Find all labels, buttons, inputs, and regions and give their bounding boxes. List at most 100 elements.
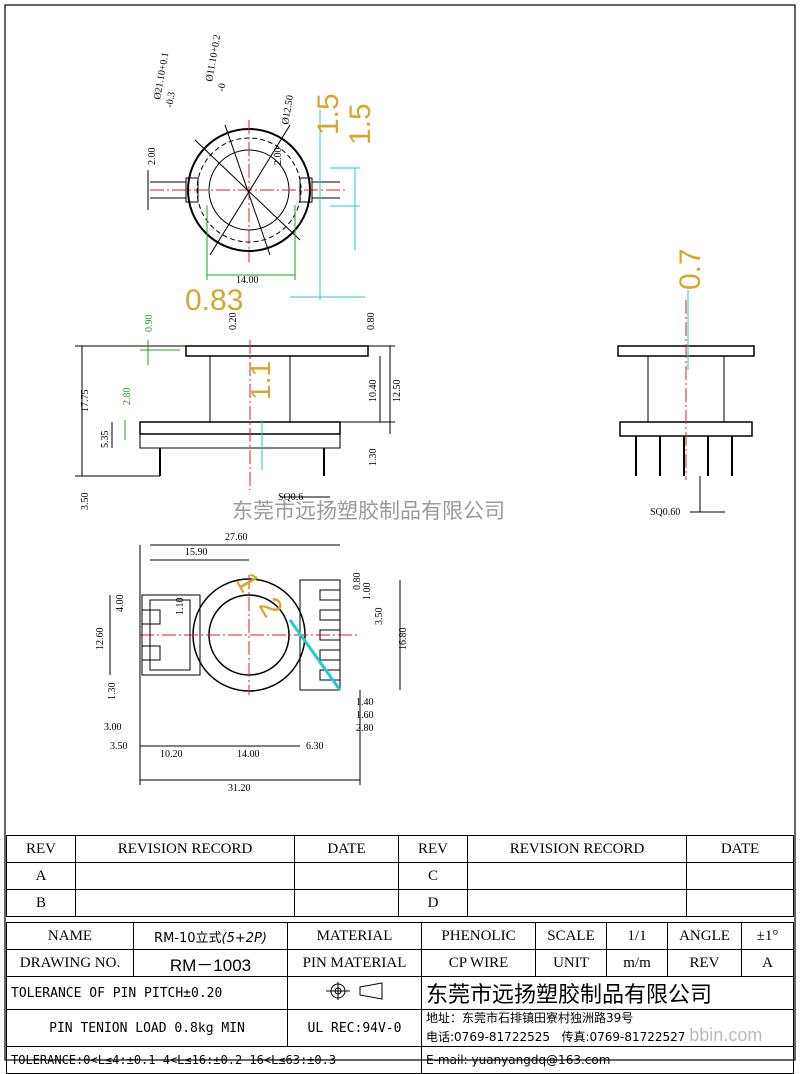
right-pin-pad: [319, 669, 341, 681]
dim-12-50: 12.50: [392, 380, 403, 403]
drawing-no-label: DRAWING NO.: [6, 949, 134, 977]
dim-0-80-b: 0.80: [352, 573, 363, 591]
revision-table: REV REVISION RECORD DATE REV REVISION RE…: [6, 835, 794, 917]
dim-slot-left: 2.00: [147, 148, 158, 166]
dim-10-20: 10.20: [160, 749, 183, 760]
dim-0-80: 0.80: [366, 313, 377, 331]
dim-1-60: 1.60: [356, 710, 374, 721]
dim-4-00: 4.00: [115, 595, 126, 613]
radial-line: [224, 124, 271, 256]
dim-sq: SQ0.6: [278, 492, 303, 503]
name-label: NAME: [6, 922, 134, 950]
big-dim-1: 1: [229, 567, 266, 598]
dim-1-30-b: 1.30: [107, 683, 118, 701]
tel-text: 电话:0769-81722525: [426, 1030, 550, 1044]
dim-3-50-c: 3.50: [374, 608, 385, 626]
dim-5-35: 5.35: [100, 431, 111, 449]
top-flange: [185, 345, 369, 357]
projection-icon: [325, 981, 382, 1000]
rev-d-record: [467, 889, 687, 917]
rev-a: A: [6, 862, 76, 890]
dim-sq-side: SQ0.60: [650, 507, 680, 518]
dim-17-75: 17.75: [80, 390, 91, 413]
right-pin-pad: [319, 609, 341, 621]
dim-dia-outer-tol: -0.3: [164, 91, 178, 109]
dim-1-40: 1.40: [356, 697, 374, 708]
dim-2-80-b: 2.80: [356, 723, 374, 734]
dim-1-00: 1.00: [362, 583, 373, 601]
unit-value: m/m: [606, 949, 668, 977]
base-body: [139, 433, 341, 449]
big-dim-1-1: 1.1: [245, 361, 276, 400]
rev-header-2: REV: [398, 835, 468, 863]
rev-c-date: [686, 862, 794, 890]
big-dim-1-5a: 1.5: [312, 93, 345, 135]
email-text: E-mail: yuanyangdq@163.com: [421, 1046, 794, 1074]
drawing-no-value: RM－1003: [133, 949, 288, 977]
side-view: [617, 290, 755, 513]
dim-31-20: 31.20: [228, 783, 251, 794]
dim-3-50: 3.50: [80, 493, 91, 511]
dim-2-80: 2.80: [122, 388, 133, 406]
watermark-text: 东莞市远扬塑胶制品有限公司: [232, 499, 505, 523]
title-block: NAME RM-10立式(5+2P) MATERIAL PHENOLIC SCA…: [6, 922, 794, 1074]
rev-d-date: [686, 889, 794, 917]
big-dim-0-83: 0.83: [185, 284, 243, 317]
rev-b-date: [294, 889, 399, 917]
dim-6-30: 6.30: [306, 741, 324, 752]
ul-rating: UL REC:94V-0: [287, 1009, 422, 1047]
rev-c: C: [398, 862, 468, 890]
radial-line: [209, 124, 291, 256]
dim-12-60: 12.60: [95, 628, 106, 651]
rev-b-record: [75, 889, 295, 917]
dim-slot-right: 2.00: [273, 148, 284, 166]
left-pin-pad: [141, 645, 161, 661]
pin-material-value: CP WIRE: [421, 949, 536, 977]
slot-left: [185, 177, 199, 203]
right-pin-pad: [319, 629, 341, 641]
projection-symbol: [287, 976, 422, 1010]
address-text: 地址：东莞市石排镇田寮村独洲路39号: [426, 1011, 634, 1025]
dim-3-50-b: 3.50: [110, 741, 128, 752]
bottom-view: [109, 544, 401, 785]
rev-label: REV: [667, 949, 742, 977]
name-value-text: RM-10立式: [154, 930, 222, 946]
big-dim-0-7: 0.7: [674, 248, 707, 290]
dim-dia-inner: Ø11.10+0.2: [204, 34, 223, 83]
front-view: [75, 340, 395, 498]
rev-a-date: [294, 862, 399, 890]
angle-value: ±1°: [741, 922, 794, 950]
name-value-pins: (5+2P): [221, 930, 267, 946]
right-pin-pad: [319, 649, 341, 661]
rev-header: REV: [6, 835, 76, 863]
dim-3-00: 3.00: [104, 722, 122, 733]
left-pin-pad: [141, 609, 161, 625]
fax-text: 传真:0769-81722527: [561, 1030, 686, 1044]
dim-1-10: 1.10: [175, 598, 186, 616]
left-housing-inner: [149, 599, 191, 671]
dim-dia-mid: Ø12.50: [280, 94, 296, 125]
top-view: [147, 110, 365, 300]
cyan-highlight: [288, 619, 342, 691]
revision-record-header-2: REVISION RECORD: [467, 835, 687, 863]
rev-b: B: [6, 889, 76, 917]
tolerance-pin-pitch: TOLERANCE OF PIN PITCH±0.20: [6, 976, 288, 1010]
scale-label: SCALE: [535, 922, 607, 950]
rev-a-record: [75, 862, 295, 890]
date-header: DATE: [294, 835, 399, 863]
dim-1-30: 1.30: [368, 449, 379, 467]
unit-label: UNIT: [535, 949, 607, 977]
tolerance-table: TOLERANCE:0<L≤4:±0.1 4<L≤16:±0.2 16<L≤63…: [6, 1046, 422, 1074]
rev-c-record: [467, 862, 687, 890]
big-dim-1-5b: 1.5: [344, 103, 377, 145]
name-value: RM-10立式(5+2P): [133, 922, 288, 950]
dim-0-20: 0.20: [228, 313, 239, 331]
scale-value: 1/1: [606, 922, 668, 950]
material-label: MATERIAL: [287, 922, 422, 950]
dim-14-00-b: 14.00: [237, 749, 260, 760]
contact-info: 地址：东莞市石排镇田寮村独洲路39号 电话:0769-81722525 传真:0…: [421, 1009, 794, 1047]
dim-15-90: 15.90: [185, 547, 208, 558]
base-plate: [139, 421, 341, 435]
material-value: PHENOLIC: [421, 922, 536, 950]
